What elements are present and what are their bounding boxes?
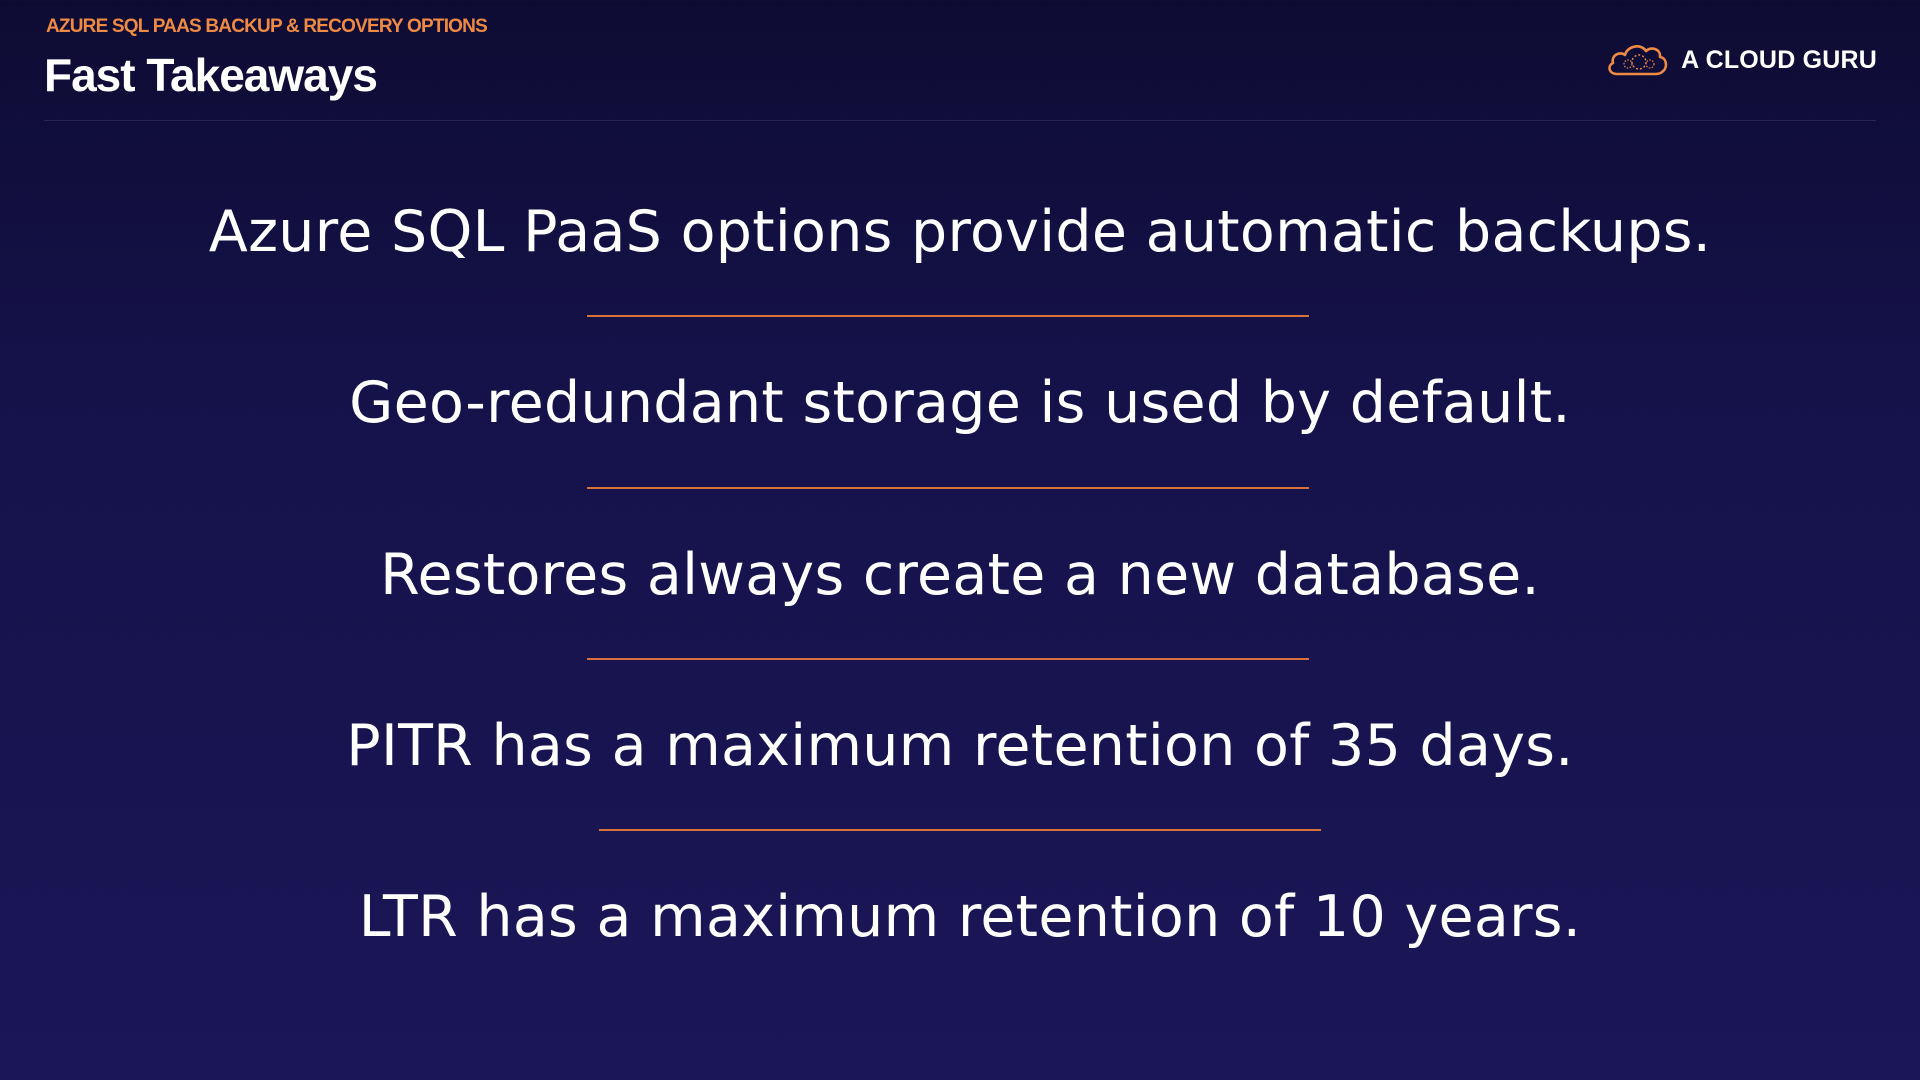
takeaway-item: Geo-redundant storage is used by default… [349, 370, 1571, 436]
takeaway-item: LTR has a maximum retention of 10 years. [358, 884, 1582, 950]
takeaway-divider [599, 829, 1321, 831]
takeaway-item: Azure SQL PaaS options provide automatic… [208, 199, 1712, 265]
brand-logo: A CLOUD GURU [1605, 40, 1877, 80]
slide-header: AZURE SQL PAAS BACKUP & RECOVERY OPTIONS… [0, 0, 1920, 122]
brand-name: A CLOUD GURU [1681, 45, 1877, 74]
header-divider [44, 120, 1876, 121]
takeaway-divider [587, 487, 1309, 489]
section-eyebrow: AZURE SQL PAAS BACKUP & RECOVERY OPTIONS [46, 16, 488, 37]
takeaway-divider [587, 315, 1309, 317]
takeaway-divider [587, 658, 1309, 660]
cloud-logo-icon [1608, 45, 1668, 76]
takeaway-item: PITR has a maximum retention of 35 days. [346, 713, 1574, 779]
page-title: Fast Takeaways [44, 49, 378, 101]
takeaway-item: Restores always create a new database. [380, 542, 1540, 608]
